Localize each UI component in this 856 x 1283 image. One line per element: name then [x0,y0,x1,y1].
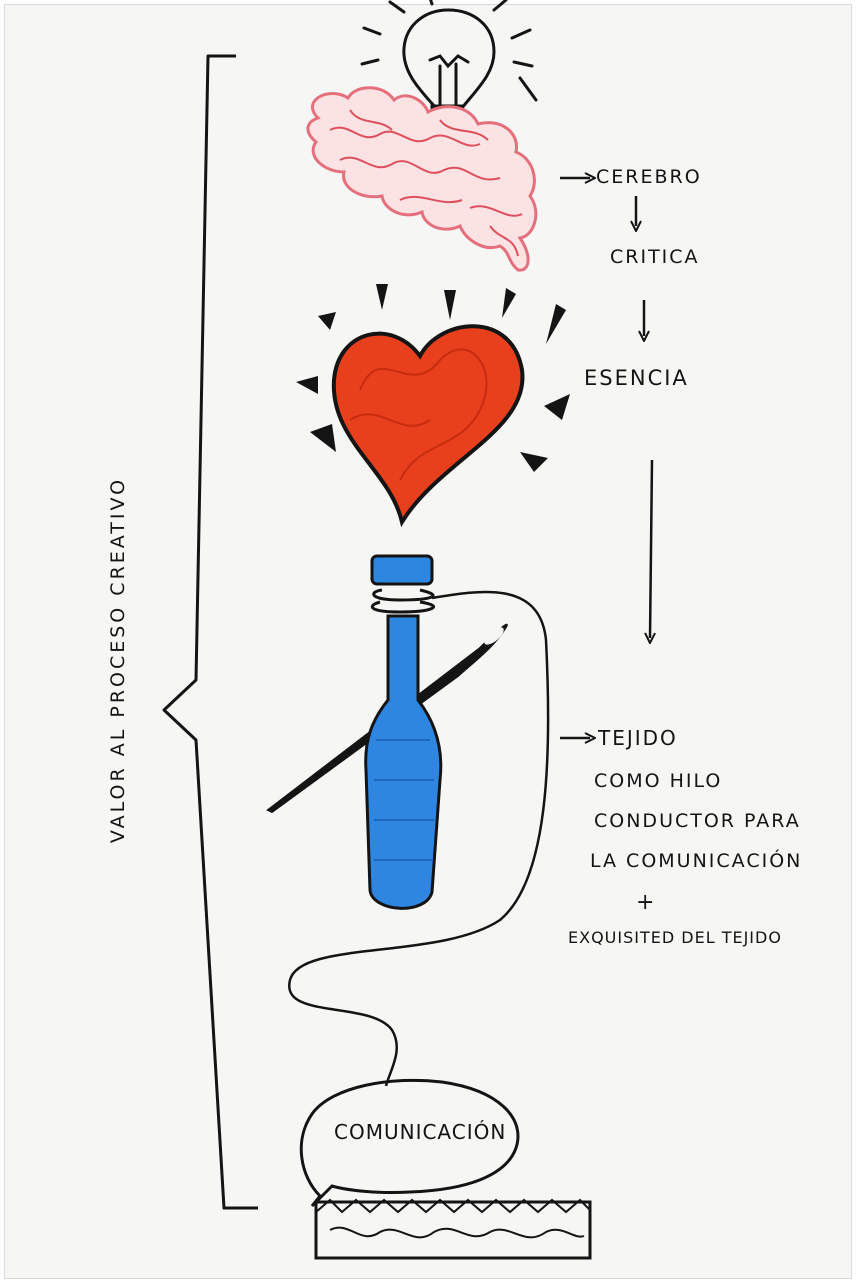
bottle-icon [366,556,441,908]
label-esencia: ESENCIA [584,366,689,390]
label-plus: + [636,890,656,915]
label-critica: CRITICA [610,246,700,268]
arrow-esencia-tejido [650,460,652,638]
process-label: VALOR AL PROCESO CREATIVO [107,410,129,910]
label-tejido-line2: CONDUCTOR PARA [594,810,801,832]
process-bracket [164,56,258,1208]
label-cerebro: CEREBRO [596,166,702,188]
label-tejido-line3: LA COMUNICACIÓN [590,850,802,872]
brain-icon [308,88,536,270]
heart-icon [296,284,570,522]
fabric-icon [316,1200,590,1258]
label-tejido: TEJIDO [598,726,678,750]
label-exquisitez: EXQUISITED DEL TEJIDO [568,928,782,947]
label-tejido-line1: COMO HILO [594,770,722,792]
label-comunicacion: COMUNICACIÓN [334,1120,506,1144]
